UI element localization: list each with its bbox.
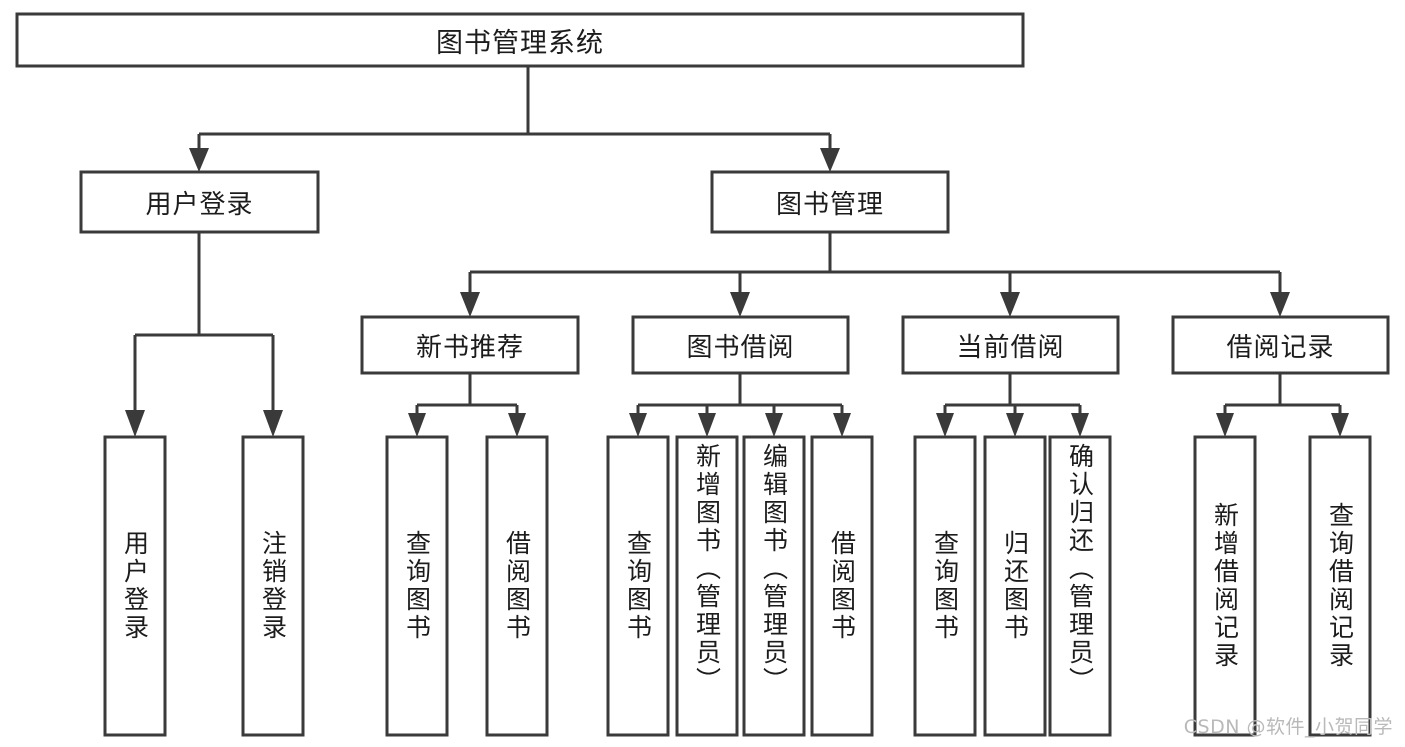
arrow-head-leaf-borrow-book-2 <box>833 413 851 437</box>
arrow-head-new-book-recommend <box>460 292 480 317</box>
arrow-head-leaf-query-book-1 <box>408 413 426 437</box>
arrow-head-leaf-return-book <box>1006 413 1024 437</box>
arrow-head-user-login <box>189 148 209 172</box>
node-box-leaf-user-logout[interactable] <box>241 435 305 737</box>
arrow-head-book-manage <box>820 148 840 172</box>
arrow-head-leaf-edit-book-admin <box>765 413 783 437</box>
connector-new-book-recommend-to-leaves <box>408 373 526 437</box>
connector-current-borrow-to-leaves <box>936 373 1089 437</box>
arrow-head-leaf-add-book-admin <box>698 413 716 437</box>
connector-book-manage-to-level3 <box>460 232 1290 317</box>
node-box-book-borrow[interactable] <box>631 315 850 375</box>
arrow-head-leaf-query-book-2 <box>629 413 647 437</box>
node-box-leaf-borrow-book-1[interactable] <box>485 435 549 737</box>
node-box-current-borrow[interactable] <box>901 315 1120 375</box>
arrow-head-borrow-record <box>1270 292 1290 317</box>
arrow-head-leaf-query-borrow-record <box>1331 413 1349 437</box>
connector-book-borrow-to-leaves <box>629 373 851 437</box>
node-box-borrow-record[interactable] <box>1171 315 1390 375</box>
node-box-leaf-user-login[interactable] <box>103 435 167 737</box>
arrow-head-leaf-confirm-return-admin <box>1071 413 1089 437</box>
node-box-leaf-edit-book-admin[interactable] <box>742 435 806 737</box>
node-box-user-login[interactable] <box>79 170 320 234</box>
node-box-leaf-add-book-admin[interactable] <box>675 435 739 737</box>
arrow-head-leaf-query-book-3 <box>936 413 954 437</box>
arrow-head-current-borrow <box>1000 292 1020 317</box>
node-box-leaf-add-borrow-record[interactable] <box>1193 435 1257 737</box>
node-box-new-book-recommend[interactable] <box>360 315 580 375</box>
node-box-leaf-query-book-2[interactable] <box>606 435 670 737</box>
node-box-leaf-query-book-1[interactable] <box>385 435 449 737</box>
connector-root-to-level2 <box>189 66 840 172</box>
connector-borrow-record-to-leaves <box>1216 373 1349 437</box>
node-box-book-manage[interactable] <box>710 170 950 234</box>
arrow-head-leaf-user-logout <box>263 410 283 437</box>
node-box-leaf-borrow-book-2[interactable] <box>810 435 874 737</box>
arrow-head-leaf-borrow-book-1 <box>508 413 526 437</box>
arrow-head-book-borrow <box>730 292 750 317</box>
node-box-leaf-query-borrow-record[interactable] <box>1308 435 1372 737</box>
node-box-leaf-query-book-3[interactable] <box>913 435 977 737</box>
connector-user-login-to-leaves <box>125 232 283 437</box>
arrow-head-leaf-user-login <box>125 410 145 437</box>
node-box-leaf-return-book[interactable] <box>983 435 1047 737</box>
arrow-head-leaf-add-borrow-record <box>1216 413 1234 437</box>
node-box-root[interactable] <box>15 12 1025 68</box>
node-box-leaf-confirm-return-admin[interactable] <box>1048 435 1112 737</box>
